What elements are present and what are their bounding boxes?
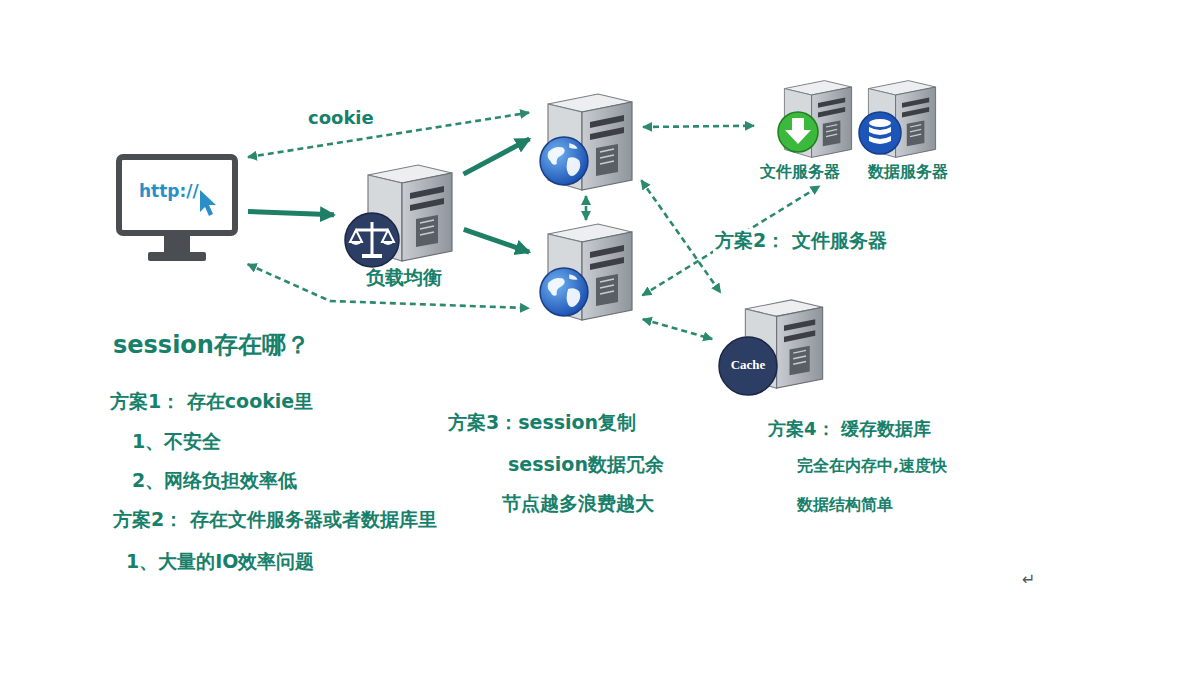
note-text: 节点越多浪费越大 — [502, 492, 654, 516]
request-arrow — [464, 139, 530, 174]
web-server-icon — [540, 94, 632, 190]
note-text: 方案2： 文件服务器 — [713, 229, 889, 253]
load-balancer-icon — [345, 165, 452, 267]
data-server-icon — [859, 81, 936, 158]
web-server-icon — [540, 224, 632, 320]
request-arrow — [464, 229, 529, 252]
note-text: 方案2： 存在文件服务器或者数据库里 — [113, 508, 437, 532]
request-arrow — [248, 211, 334, 214]
note-text: 1、大量的IO效率问题 — [126, 550, 314, 574]
note-text: 1、不安全 — [132, 430, 221, 454]
load-balancer-node: 负载均衡 — [338, 163, 460, 293]
note-text: session数据冗余 — [508, 453, 664, 477]
edge-label: cookie — [308, 107, 374, 130]
note-text: 2、网络负担效率低 — [132, 469, 297, 493]
cache-server-node: Cache — [716, 296, 830, 394]
dashed-connector — [585, 196, 588, 220]
data-server-node: 数据服务器 — [862, 78, 974, 184]
cache-server-icon — [719, 300, 823, 395]
node-label: http:// — [139, 181, 199, 201]
dashed-connector — [643, 126, 754, 127]
file-server-icon — [778, 81, 852, 158]
web-server-node — [533, 224, 639, 322]
node-label: 负载均衡 — [366, 266, 442, 289]
note-text: 方案3：session复制 — [448, 411, 636, 435]
note-text: 方案1： 存在cookie里 — [110, 390, 313, 414]
dashed-connector — [641, 180, 720, 292]
note-text: ↵ — [1022, 570, 1035, 590]
note-text: 方案4： 缓存数据库 — [768, 418, 931, 441]
dashed-connector — [643, 319, 712, 339]
note-text: 数据结构简单 — [797, 495, 893, 515]
dashed-connector — [248, 113, 529, 158]
note-text: 完全在内存中,速度快 — [797, 456, 947, 476]
dashed-connector — [248, 264, 529, 308]
node-label: 数据服务器 — [868, 162, 948, 181]
node-label: Cache — [720, 357, 776, 373]
node-label: 文件服务器 — [760, 162, 840, 181]
note-text: session存在哪？ — [113, 330, 310, 360]
web-server-node — [533, 92, 639, 192]
monitor-icon — [119, 157, 235, 261]
client-monitor: http:// — [112, 152, 244, 266]
file-server-node: 文件服务器 — [758, 78, 858, 184]
